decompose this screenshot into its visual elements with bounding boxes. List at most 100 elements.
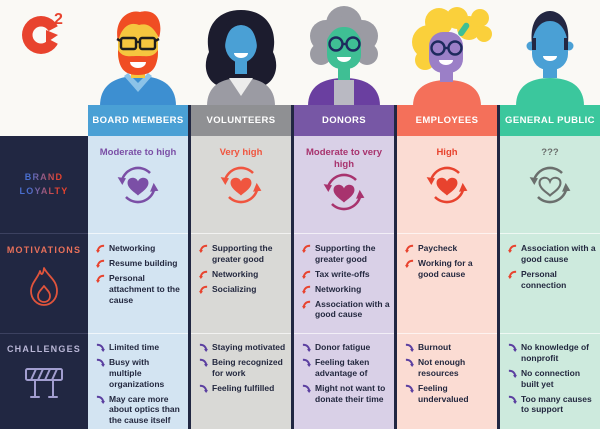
brand-loyalty-cell: Moderate to very high xyxy=(294,136,394,233)
challenge-item: Feeling undervalued xyxy=(405,383,493,405)
challenges-cell: Limited time Busy with multiple organiza… xyxy=(88,333,188,429)
challenge-item: Feeling fulfilled xyxy=(199,383,287,394)
curved-arrow-icon xyxy=(199,384,208,393)
curved-arrow-icon xyxy=(96,244,105,253)
board-member-avatar xyxy=(100,11,176,106)
curved-arrow-icon xyxy=(508,369,517,378)
challenge-item: No connection built yet xyxy=(508,368,596,390)
motivation-item: Networking xyxy=(96,243,184,254)
column-header: EMPLOYEES xyxy=(397,105,497,136)
row-labels-sidebar: BRAND LOYALTY MOTIVATIONS CHALLENGES xyxy=(0,136,88,429)
curved-arrow-icon xyxy=(199,244,208,253)
curved-arrow-icon xyxy=(96,395,105,404)
heart-refresh-icon xyxy=(529,166,571,204)
challenge-item: No knowledge of nonprofit xyxy=(508,342,596,364)
curved-arrow-icon xyxy=(96,259,105,268)
curved-arrow-icon xyxy=(508,343,517,352)
curved-arrow-icon xyxy=(405,384,414,393)
challenge-item: Busy with multiple organizations xyxy=(96,357,184,390)
challenge-item: Donor fatigue xyxy=(302,342,390,353)
motivations-cell: Supporting the greater good Tax write-of… xyxy=(294,233,394,333)
curved-arrow-icon xyxy=(508,395,517,404)
loyalty-level: Moderate to very high xyxy=(305,147,383,170)
column-donors: DONORS Moderate to very high Supporting … xyxy=(294,105,394,429)
curved-arrow-icon xyxy=(508,270,517,279)
challenge-item: May care more about optics than the caus… xyxy=(96,394,184,427)
challenges-row-label: CHALLENGES xyxy=(0,333,88,429)
heart-refresh-icon xyxy=(117,166,159,204)
heart-refresh-icon xyxy=(323,173,365,211)
loyalty-level: Moderate to high xyxy=(99,147,177,158)
motivation-item: Supporting the greater good xyxy=(199,243,287,265)
challenges-cell: Burnout Not enough resources Feeling und… xyxy=(397,333,497,429)
column-employees: EMPLOYEES High Paycheck Working for a go… xyxy=(397,105,497,429)
flame-icon xyxy=(30,266,58,306)
motivations-cell: Association with a good cause Personal c… xyxy=(500,233,600,333)
curved-arrow-icon xyxy=(302,270,311,279)
motivation-item: Personal connection xyxy=(508,269,596,291)
brand-loyalty-label-line2: LOYALTY xyxy=(19,185,69,196)
brand-loyalty-row-label: BRAND LOYALTY xyxy=(0,136,88,233)
curved-arrow-icon xyxy=(199,358,208,367)
curved-arrow-icon xyxy=(405,343,414,352)
motivation-item: Association with a good cause xyxy=(302,299,390,321)
volunteer-avatar xyxy=(205,10,277,106)
column-header: VOLUNTEERS xyxy=(191,105,291,136)
donor-avatar xyxy=(308,6,380,106)
brand-loyalty-cell: ??? xyxy=(500,136,600,233)
curved-arrow-icon xyxy=(508,244,517,253)
g2-logo-icon: 2 xyxy=(22,11,63,54)
motivation-item: Supporting the greater good xyxy=(302,243,390,265)
brand-loyalty-label-line1: BRAND xyxy=(24,172,64,182)
heart-refresh-icon xyxy=(426,166,468,204)
curved-arrow-icon xyxy=(302,285,311,294)
column-header: GENERAL PUBLIC xyxy=(500,105,600,136)
column-header: BOARD MEMBERS xyxy=(88,105,188,136)
curved-arrow-icon xyxy=(199,285,208,294)
curved-arrow-icon xyxy=(405,244,414,253)
motivation-item: Networking xyxy=(302,284,390,295)
challenge-item: Being recognized for work xyxy=(199,357,287,379)
challenges-cell: Donor fatigue Feeling taken advantage of… xyxy=(294,333,394,429)
motivation-item: Socializing xyxy=(199,284,287,295)
curved-arrow-icon xyxy=(96,343,105,352)
curved-arrow-icon xyxy=(302,384,311,393)
general-public-avatar xyxy=(516,11,584,106)
challenge-item: Limited time xyxy=(96,342,184,353)
column-board-members: BOARD MEMBERS Moderate to high Networkin… xyxy=(88,105,188,429)
brand-loyalty-cell: High xyxy=(397,136,497,233)
column-general-public: GENERAL PUBLIC ??? Association with a go… xyxy=(500,105,600,429)
challenges-cell: Staying motivated Being recognized for w… xyxy=(191,333,291,429)
motivation-item: Working for a good cause xyxy=(405,258,493,280)
loyalty-level: Very high xyxy=(219,147,263,158)
loyalty-level: High xyxy=(436,147,458,158)
brand-loyalty-cell: Very high xyxy=(191,136,291,233)
motivations-row-label: MOTIVATIONS xyxy=(0,233,88,333)
column-volunteers: VOLUNTEERS Very high Supporting the grea… xyxy=(191,105,291,429)
challenges-cell: No knowledge of nonprofit No connection … xyxy=(500,333,600,429)
curved-arrow-icon xyxy=(199,270,208,279)
challenge-item: Feeling taken advantage of xyxy=(302,357,390,379)
challenges-label: CHALLENGES xyxy=(6,344,81,354)
employee-avatar xyxy=(412,7,492,106)
motivation-item: Paycheck xyxy=(405,243,493,254)
motivation-item: Tax write-offs xyxy=(302,269,390,280)
curved-arrow-icon xyxy=(96,274,105,283)
motivation-item: Resume building xyxy=(96,258,184,269)
motivations-label: MOTIVATIONS xyxy=(6,245,82,255)
curved-arrow-icon xyxy=(302,300,311,309)
motivation-item: Networking xyxy=(199,269,287,280)
roadblock-barrier-icon xyxy=(25,367,63,398)
svg-text:2: 2 xyxy=(54,11,63,28)
challenge-item: Staying motivated xyxy=(199,342,287,353)
motivation-item: Association with a good cause xyxy=(508,243,596,265)
loyalty-level: ??? xyxy=(541,147,559,158)
motivations-cell: Paycheck Working for a good cause xyxy=(397,233,497,333)
curved-arrow-icon xyxy=(405,358,414,367)
curved-arrow-icon xyxy=(302,343,311,352)
challenge-item: Burnout xyxy=(405,342,493,353)
challenge-item: Not enough resources xyxy=(405,357,493,379)
curved-arrow-icon xyxy=(405,259,414,268)
motivations-cell: Supporting the greater good Networking S… xyxy=(191,233,291,333)
